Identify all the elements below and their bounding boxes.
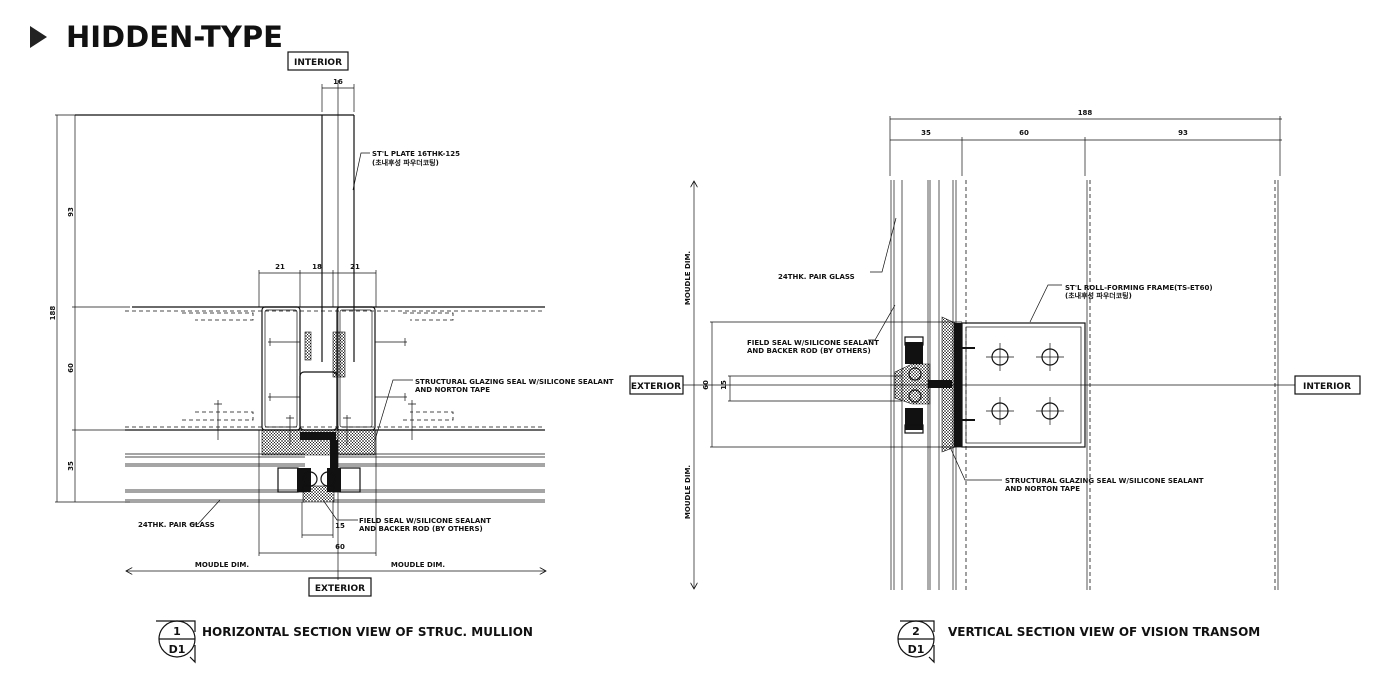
dim-core: 18 — [312, 263, 322, 271]
note-field-1: FIELD SEAL W/SILICONE SEALANT — [359, 517, 491, 525]
dim-joint: 15 — [335, 522, 345, 530]
callout-sheet: D1 — [908, 643, 925, 656]
note-frame-1: ST'L ROLL-FORMING FRAME(TS-ET60) — [1065, 284, 1213, 292]
view-caption: HORIZONTAL SECTION VIEW OF STRUC. MULLIO… — [202, 625, 533, 639]
view-caption: VERTICAL SECTION VIEW OF VISION TRANSOM — [948, 625, 1260, 639]
callout-sheet: D1 — [169, 643, 186, 656]
dim-frame: 60 — [1019, 129, 1029, 137]
callout-number: 1 — [173, 625, 181, 638]
note-sg-1: STRUCTURAL GLAZING SEAL W/SILICONE SEALA… — [1005, 477, 1204, 485]
dim-flange-left: 21 — [275, 263, 285, 271]
horizontal-section-drawing: INTERIOR 16 188 93 60 35 21 18 21 15 60 — [49, 51, 614, 664]
dim-lower: 35 — [67, 461, 75, 471]
dim-flange-right: 21 — [350, 263, 360, 271]
module-dim-top: MOUDLE DIM. — [684, 251, 692, 305]
interior-tag — [287, 51, 349, 71]
callout-2: 2 D1 VERTICAL SECTION VIEW OF VISION TRA… — [897, 620, 1260, 664]
note-field-2: AND BACKER ROD (BY OTHERS) — [747, 347, 871, 355]
vertical-section-drawing: 188 35 60 93 MOUDLE DIM. MOUDLE DIM. 60 … — [629, 109, 1361, 664]
note-sg-1: STRUCTURAL GLAZING SEAL W/SILICONE SEALA… — [415, 378, 614, 386]
note-sg-2: AND NORTON TAPE — [415, 386, 490, 394]
note-glass: 24THK. PAIR GLASS — [138, 521, 215, 529]
page-title: HIDDEN-TYPE — [66, 20, 283, 54]
callout-number: 2 — [912, 625, 920, 638]
dim-upper: 93 — [67, 207, 75, 217]
exterior-label: EXTERIOR — [315, 584, 365, 594]
title-triangle-icon — [30, 26, 47, 48]
module-dim-left: MOUDLE DIM. — [195, 561, 249, 569]
interior-tag — [1294, 375, 1361, 395]
note-sg-2: AND NORTON TAPE — [1005, 485, 1080, 493]
interior-label: INTERIOR — [1303, 382, 1351, 392]
dim-total: 188 — [49, 306, 57, 321]
interior-label: INTERIOR — [294, 58, 342, 68]
dim-glass: 35 — [921, 129, 931, 137]
dim-middle: 60 — [67, 363, 75, 373]
dim-plate: 93 — [1178, 129, 1188, 137]
module-dim-bottom: MOUDLE DIM. — [684, 465, 692, 519]
screw-icons — [214, 338, 416, 445]
note-plate-1: ST'L PLATE 16THK-125 — [372, 150, 460, 158]
dim-mullion-width: 60 — [335, 543, 345, 551]
module-dim-right: MOUDLE DIM. — [391, 561, 445, 569]
callout-1: 1 D1 HORIZONTAL SECTION VIEW OF STRUC. M… — [156, 620, 533, 664]
dim-total: 188 — [1078, 109, 1093, 117]
note-frame-2: (초내후성 파우더코팅) — [1065, 291, 1132, 300]
note-field-1: FIELD SEAL W/SILICONE SEALANT — [747, 339, 879, 347]
note-plate-2: (초내후성 파우더코팅) — [372, 158, 439, 167]
note-glass: 24THK. PAIR GLASS — [778, 273, 855, 281]
exterior-tag — [308, 577, 372, 597]
bolt-icons — [986, 343, 1064, 425]
exterior-label: EXTERIOR — [631, 382, 681, 392]
dim-plate: 16 — [333, 78, 343, 86]
note-field-2: AND BACKER ROD (BY OTHERS) — [359, 525, 483, 533]
exterior-tag — [629, 375, 684, 395]
